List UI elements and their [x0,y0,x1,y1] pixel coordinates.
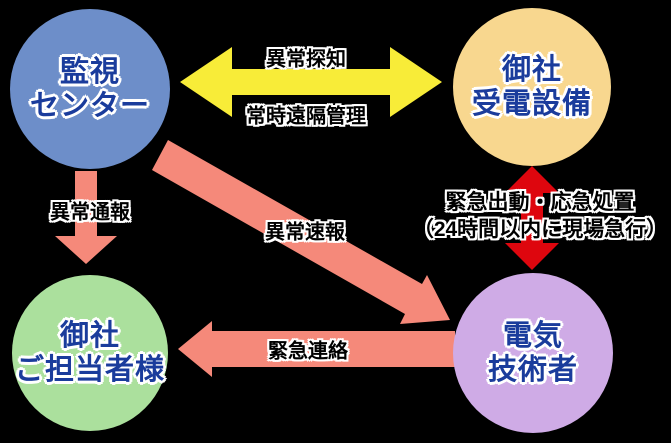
node-label-line: 監視 [59,56,120,88]
label-emergency-dispatch: 緊急出動・応急処置 （24時間以内に現場急行） [413,189,667,243]
anomaly-report-down-arrow [55,171,117,264]
label-emergency-dispatch-line2: （24時間以内に現場急行） [412,218,668,241]
node-electrical-engineer: 電気 技術者 [453,273,613,433]
node-label-line: 御社 [501,54,562,86]
label-anomaly-detection: 異常探知 [266,48,346,71]
node-label-line: 電気 [502,320,563,352]
node-label-line: 受電設備 [471,88,592,120]
node-power-equipment-label: 御社 受電設備 [472,53,592,121]
node-electrical-engineer-label: 電気 技術者 [488,319,578,387]
emergency-contact-left-arrow [178,321,455,377]
node-label-line: 御社 [59,320,120,352]
node-contact-person: 御社 ご担当者様 [12,275,168,431]
node-power-equipment: 御社 受電設備 [453,8,611,166]
anomaly-flash-diagonal-arrow [152,140,450,324]
node-contact-person-label: 御社 ご担当者様 [15,319,165,387]
label-emergency-dispatch-line1: 緊急出動・応急処置 [445,191,635,214]
label-anomaly-flash-report: 異常速報 [265,221,345,244]
remote-monitoring-double-arrow [180,47,442,117]
label-emergency-contact: 緊急連絡 [268,340,348,363]
emergency-dispatch-double-arrow [505,166,559,270]
node-monitoring-center: 監視 センター [10,9,170,169]
node-label-line: センター [29,90,150,122]
node-label-line: 技術者 [487,354,578,386]
label-remote-management: 常時遠隔管理 [246,105,366,128]
node-monitoring-center-label: 監視 センター [30,55,150,123]
node-label-line: ご担当者様 [14,354,165,386]
label-anomaly-report: 異常通報 [50,201,130,224]
